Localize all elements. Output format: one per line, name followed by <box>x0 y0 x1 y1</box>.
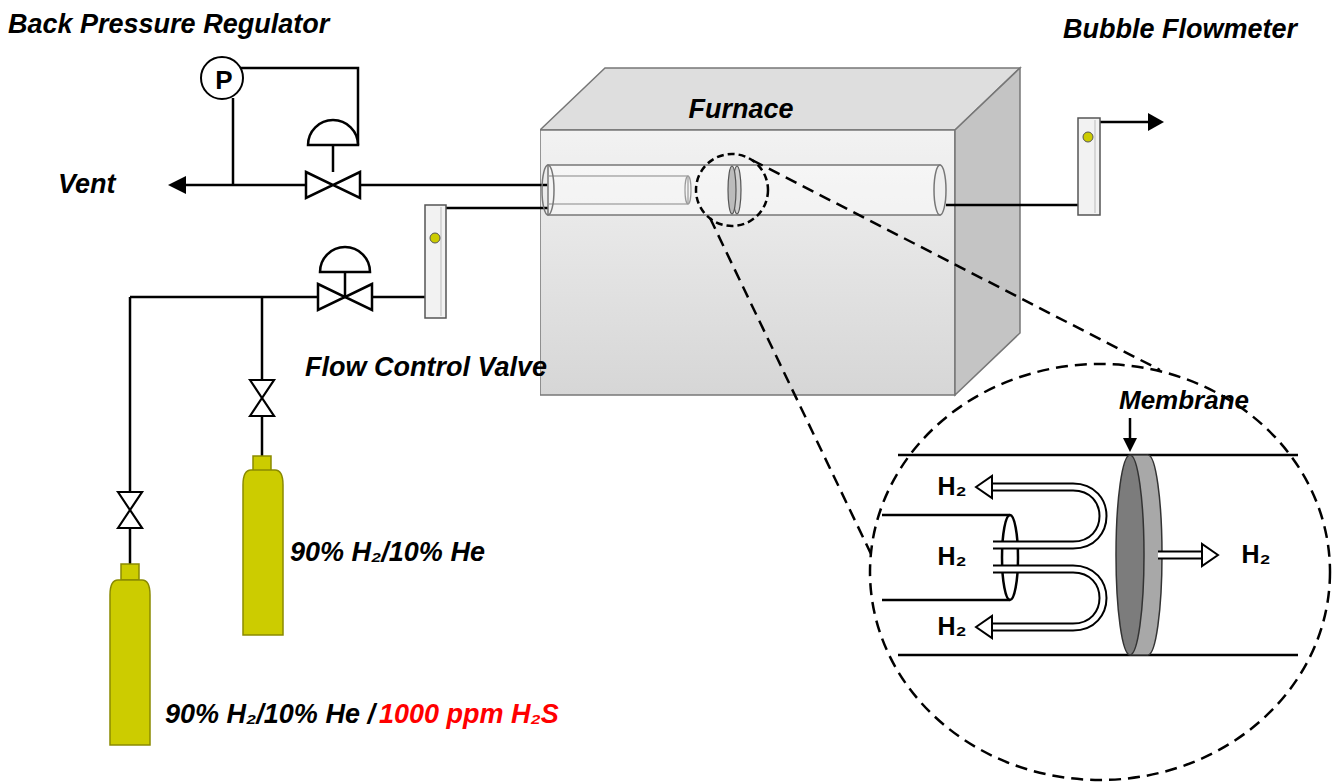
drawing-line <box>898 654 1298 657</box>
drawing-line <box>1130 654 1148 656</box>
drawing-line <box>261 416 264 456</box>
drawing-line <box>232 98 235 185</box>
drawing-polygon <box>976 476 992 498</box>
drawing-line <box>129 528 132 564</box>
drawing-path <box>992 569 1103 627</box>
drawing-path <box>1158 553 1202 558</box>
gas-mixture-label: 90% H₂/10% He <box>290 538 485 568</box>
drawing-path <box>992 487 1103 545</box>
drawing-line <box>184 184 306 187</box>
control-valve <box>318 284 372 310</box>
drawing-polygon <box>1123 438 1137 452</box>
drawing-polygon <box>1202 544 1218 566</box>
drawing-line <box>129 297 132 492</box>
drawing-rect <box>548 165 940 215</box>
regulator-actuator <box>308 120 358 145</box>
drawing-ellipse <box>685 176 691 204</box>
drawing-polyline <box>240 68 358 145</box>
magnified-view <box>868 362 1332 782</box>
leader-line <box>752 160 1160 370</box>
gas-label: H₂ <box>937 613 966 641</box>
impurity-label: 1000 ppm H₂S <box>379 700 559 730</box>
gas-mixture-label: 90% H₂/10% He / <box>165 700 375 730</box>
drawing-circle <box>696 154 768 226</box>
gauge-letter: P <box>215 66 232 95</box>
drawing-ellipse <box>728 166 736 214</box>
vent-label: Vent <box>58 170 116 200</box>
regulator-valve <box>306 172 360 198</box>
drawing-path <box>992 487 1103 545</box>
cylinder-cap <box>121 564 139 580</box>
drawing-path <box>1158 551 1202 560</box>
leader-line <box>710 218 872 556</box>
drawing-line <box>1022 204 1078 207</box>
drawing-ellipse <box>1116 455 1144 655</box>
drawing-rect <box>540 130 955 395</box>
drawing-ellipse <box>934 165 946 215</box>
drawing-path <box>992 569 1103 627</box>
vent-arrowhead <box>168 176 186 194</box>
gas-label: H₂ <box>937 473 966 501</box>
drawing-line <box>130 296 425 299</box>
outlet-arrowhead <box>1148 113 1164 131</box>
drawing-polygon <box>976 616 992 638</box>
drawing-line <box>1100 121 1150 124</box>
device-label: Bubble Flowmeter <box>1063 15 1297 45</box>
furnace-box: Furnace <box>540 66 1022 397</box>
control-actuator <box>320 247 370 272</box>
drawing-ellipse <box>870 364 1330 780</box>
gas-label: H₂ <box>937 543 966 571</box>
drawing-line <box>332 145 335 172</box>
drawing-line <box>882 599 1010 602</box>
flowmeter-edge <box>1095 120 1096 213</box>
gas-cylinder <box>110 580 150 745</box>
drawing-line <box>882 514 1010 517</box>
drawing-line <box>360 184 548 187</box>
drawing-polygon <box>540 68 1020 130</box>
gas-cylinder <box>243 470 283 635</box>
bubble-flowmeter <box>1078 118 1100 215</box>
rotameter <box>425 205 446 318</box>
drawing-polygon <box>955 68 1020 395</box>
device-label: Flow Control Valve <box>305 353 547 383</box>
magnified-membrane-view: MembraneH₂ H₂ H₂ H₂ <box>868 362 1332 782</box>
drawing-ellipse <box>1002 515 1018 600</box>
drawing-line <box>1130 454 1148 456</box>
drawing-line <box>540 184 548 187</box>
membrane-label: Membrane <box>1119 386 1249 415</box>
pressure-gauge: P <box>200 56 244 100</box>
drawing-rect <box>548 176 688 204</box>
flowmeter-bubble <box>1083 132 1093 142</box>
furnace-label: Furnace <box>688 95 793 125</box>
rotameter-float <box>430 233 440 243</box>
drawing-line <box>898 454 1298 457</box>
drawing-line <box>261 297 264 380</box>
drawing-line <box>446 207 548 210</box>
drawing-line <box>1129 418 1132 440</box>
title-label: Back Pressure Regulator <box>8 10 329 40</box>
cylinder-valve <box>118 492 142 528</box>
drawing-line <box>344 272 347 297</box>
rotameter-edge <box>441 207 442 316</box>
cylinder-valve <box>250 380 274 416</box>
drawing-line <box>946 204 1022 207</box>
drawing-ellipse <box>542 165 554 215</box>
gas-label: H₂ <box>1241 541 1270 569</box>
